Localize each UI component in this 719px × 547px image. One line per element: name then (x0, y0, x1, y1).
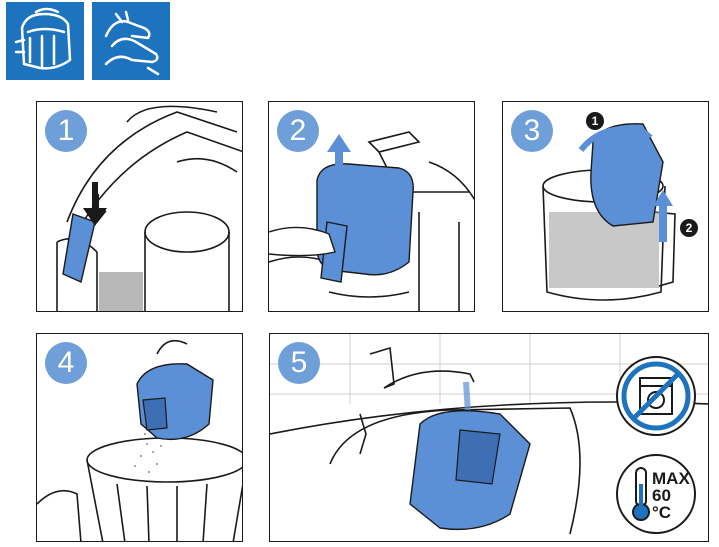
hand-wipe-icon (92, 2, 170, 80)
step-3-sub-1: 1 (591, 114, 599, 128)
step-2-illustration (269, 131, 474, 311)
step-5-illustration (270, 334, 708, 535)
step-1-illustration (56, 105, 242, 311)
step-4-panel: 4 (36, 333, 243, 542)
step-3-illustration (542, 112, 698, 301)
no-dishwasher-sign (616, 356, 696, 436)
max-temp-label: MAX 60 °C (652, 470, 694, 521)
no-dishwasher-icon (621, 361, 691, 431)
step-4-illustration (37, 339, 242, 541)
step-3-sub-2: 2 (685, 221, 693, 235)
max-label: MAX (652, 469, 690, 488)
step-4-number: 4 (45, 342, 87, 384)
step-3-panel: 3 1 2 (502, 101, 709, 312)
step-1-panel: 1 (36, 101, 243, 312)
thermometer-icon (632, 467, 650, 521)
temp-label: 60 °C (652, 486, 672, 522)
step-2-panel: 2 (268, 101, 475, 312)
step-2-number: 2 (277, 110, 319, 152)
step-3-number: 3 (511, 110, 553, 152)
step-1-number: 1 (45, 110, 87, 152)
max-temperature-sign: MAX 60 °C (616, 454, 696, 534)
step-5-panel: 5 MAX 60 °C (269, 333, 709, 542)
dust-container-icon (6, 2, 84, 80)
step-5-number: 5 (278, 342, 320, 384)
